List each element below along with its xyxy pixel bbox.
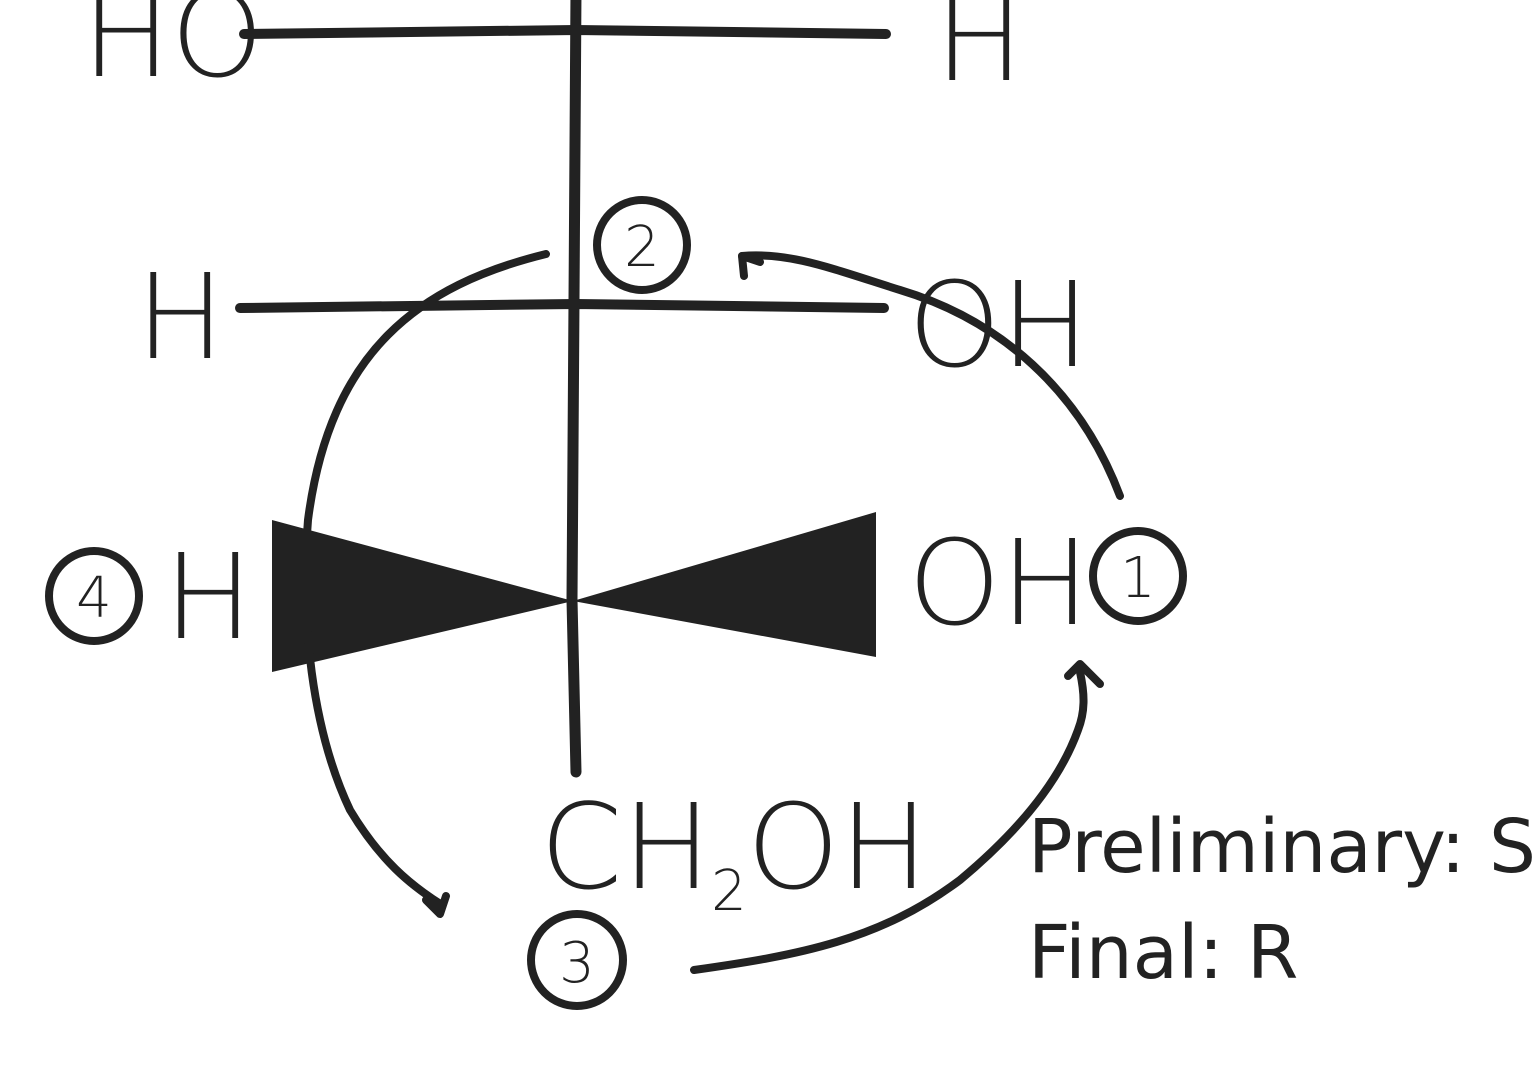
priority-4-circle	[45, 547, 143, 645]
final-result: Final: R	[1028, 910, 1298, 996]
backbone-line	[566, 0, 582, 778]
priority-4-label: 4	[76, 566, 112, 631]
bottom-group-label: CH2OH	[540, 778, 928, 924]
right-wedge-bond	[573, 512, 876, 657]
stereocenter-left-label: H	[164, 528, 253, 666]
priority-1-circle	[1089, 527, 1187, 625]
priority-3-marker: 3	[527, 910, 627, 1010]
stereocenter-right-label: OH	[908, 514, 1090, 652]
priority-3-label: 3	[559, 931, 595, 996]
arrow-3-to-1	[690, 660, 1104, 974]
priority-4-marker: 4	[45, 547, 143, 645]
arrow-1-to-2	[738, 251, 1124, 500]
middle-left-label: H	[136, 248, 225, 386]
top-right-label: H	[935, 0, 1024, 108]
preliminary-result: Preliminary: S	[1028, 804, 1536, 890]
top-horizontal-bond	[239, 24, 891, 39]
arrow-2-to-3	[301, 250, 550, 918]
priority-2-circle	[593, 196, 691, 294]
priority-1-marker: 1	[1089, 527, 1187, 625]
priority-3-circle	[527, 910, 627, 1010]
priority-2-label: 2	[624, 215, 660, 280]
middle-right-label: OH	[908, 256, 1090, 394]
priority-2-marker: 2	[593, 196, 691, 294]
priority-1-label: 1	[1120, 546, 1156, 611]
top-left-label: HO	[82, 0, 264, 104]
left-wedge-bond	[272, 520, 573, 672]
middle-horizontal-bond	[235, 298, 889, 313]
